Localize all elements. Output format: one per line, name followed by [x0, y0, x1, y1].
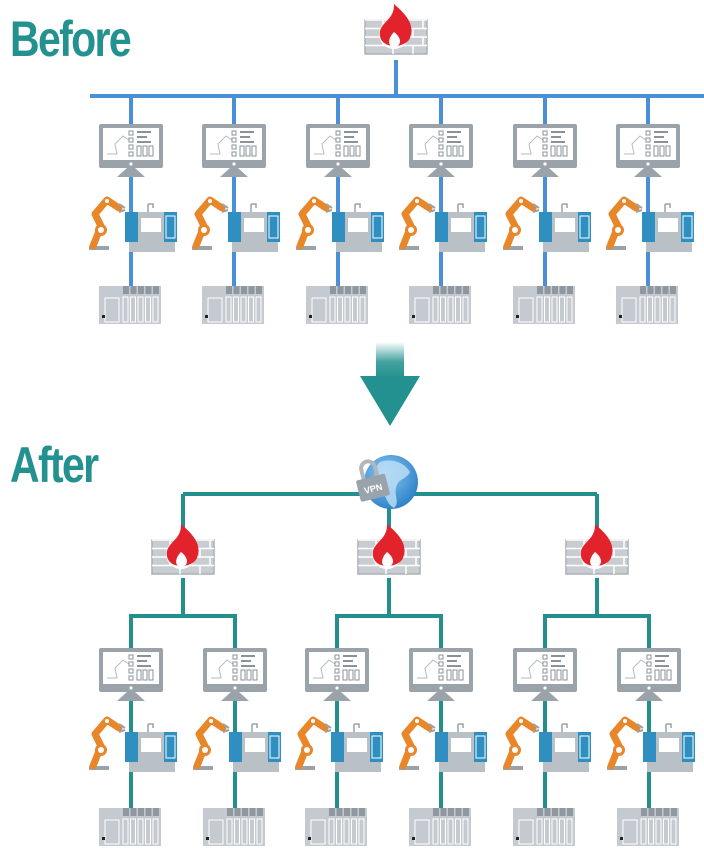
plc-rack-icon [202, 286, 264, 324]
after-machine-cell-6 [607, 716, 695, 772]
before-machine-cell-4 [399, 196, 487, 252]
after-machine-cell-5 [503, 716, 591, 772]
after-machine-cell-4 [399, 716, 487, 772]
vpn-label: VPN [363, 482, 383, 496]
robot-arm-icon [89, 716, 126, 770]
monitor-icon [202, 124, 266, 177]
plc-rack-icon [99, 286, 161, 324]
after-firewall-1 [151, 524, 215, 575]
plc-rack-icon [409, 286, 471, 324]
transition-arrow [360, 342, 420, 426]
flame-icon [372, 524, 405, 569]
after-machine-cell-3 [295, 716, 383, 772]
plc-rack-icon [617, 808, 679, 846]
cnc-machine-icon [125, 723, 177, 772]
robot-arm-icon [296, 196, 333, 250]
after-heading: After [10, 437, 99, 493]
plc-rack-icon [513, 286, 575, 324]
before-heading: Before [10, 11, 132, 67]
after-firewall-2 [357, 524, 421, 575]
monitor-icon [99, 648, 163, 701]
cnc-machine-icon [229, 723, 281, 772]
before-machine-cell-2 [192, 196, 280, 252]
before-firewall [364, 4, 428, 55]
plc-rack-icon [305, 808, 367, 846]
monitor-icon [306, 124, 370, 177]
robot-arm-icon [399, 196, 436, 250]
after-firewall-3 [565, 524, 629, 575]
flame-icon [379, 4, 412, 49]
cnc-machine-icon [331, 723, 383, 772]
cnc-machine-icon [539, 203, 591, 252]
after-machine-cell-2 [193, 716, 281, 772]
after-machine-cell-1 [89, 716, 177, 772]
cnc-machine-icon [332, 203, 384, 252]
plc-rack-icon [513, 808, 575, 846]
before-machine-cell-5 [503, 196, 591, 252]
robot-arm-icon [607, 716, 644, 770]
robot-arm-icon [606, 196, 643, 250]
monitor-icon [99, 124, 163, 177]
robot-arm-icon [193, 716, 230, 770]
plc-rack-icon [616, 286, 678, 324]
robot-arm-icon [503, 196, 540, 250]
plc-rack-icon [409, 808, 471, 846]
monitor-icon [409, 648, 473, 701]
robot-arm-icon [192, 196, 229, 250]
network-lines [90, 60, 704, 810]
vpn-globe-icon: VPN [356, 455, 418, 509]
robot-arm-icon [503, 716, 540, 770]
plc-rack-icon [306, 286, 368, 324]
robot-arm-icon [89, 196, 126, 250]
monitor-icon [305, 648, 369, 701]
before-machine-cell-1 [89, 196, 177, 252]
monitor-icon [617, 648, 681, 701]
plc-rack-icon [99, 808, 161, 846]
cnc-machine-icon [125, 203, 177, 252]
monitor-icon [513, 648, 577, 701]
monitor-icon [513, 124, 577, 177]
flame-icon [580, 524, 613, 569]
robot-arm-icon [399, 716, 436, 770]
plc-rack-icon [203, 808, 265, 846]
flame-icon [166, 524, 199, 569]
monitor-icon [203, 648, 267, 701]
cnc-machine-icon [642, 203, 694, 252]
cnc-machine-icon [435, 723, 487, 772]
cnc-machine-icon [643, 723, 695, 772]
vpn-lock-icon: VPN [356, 459, 390, 502]
network-devices: VPN [89, 4, 695, 846]
cnc-machine-icon [228, 203, 280, 252]
robot-arm-icon [295, 716, 332, 770]
before-machine-cell-6 [606, 196, 694, 252]
before-machine-cell-3 [296, 196, 384, 252]
cnc-machine-icon [539, 723, 591, 772]
monitor-icon [409, 124, 473, 177]
monitor-icon [616, 124, 680, 177]
cnc-machine-icon [435, 203, 487, 252]
